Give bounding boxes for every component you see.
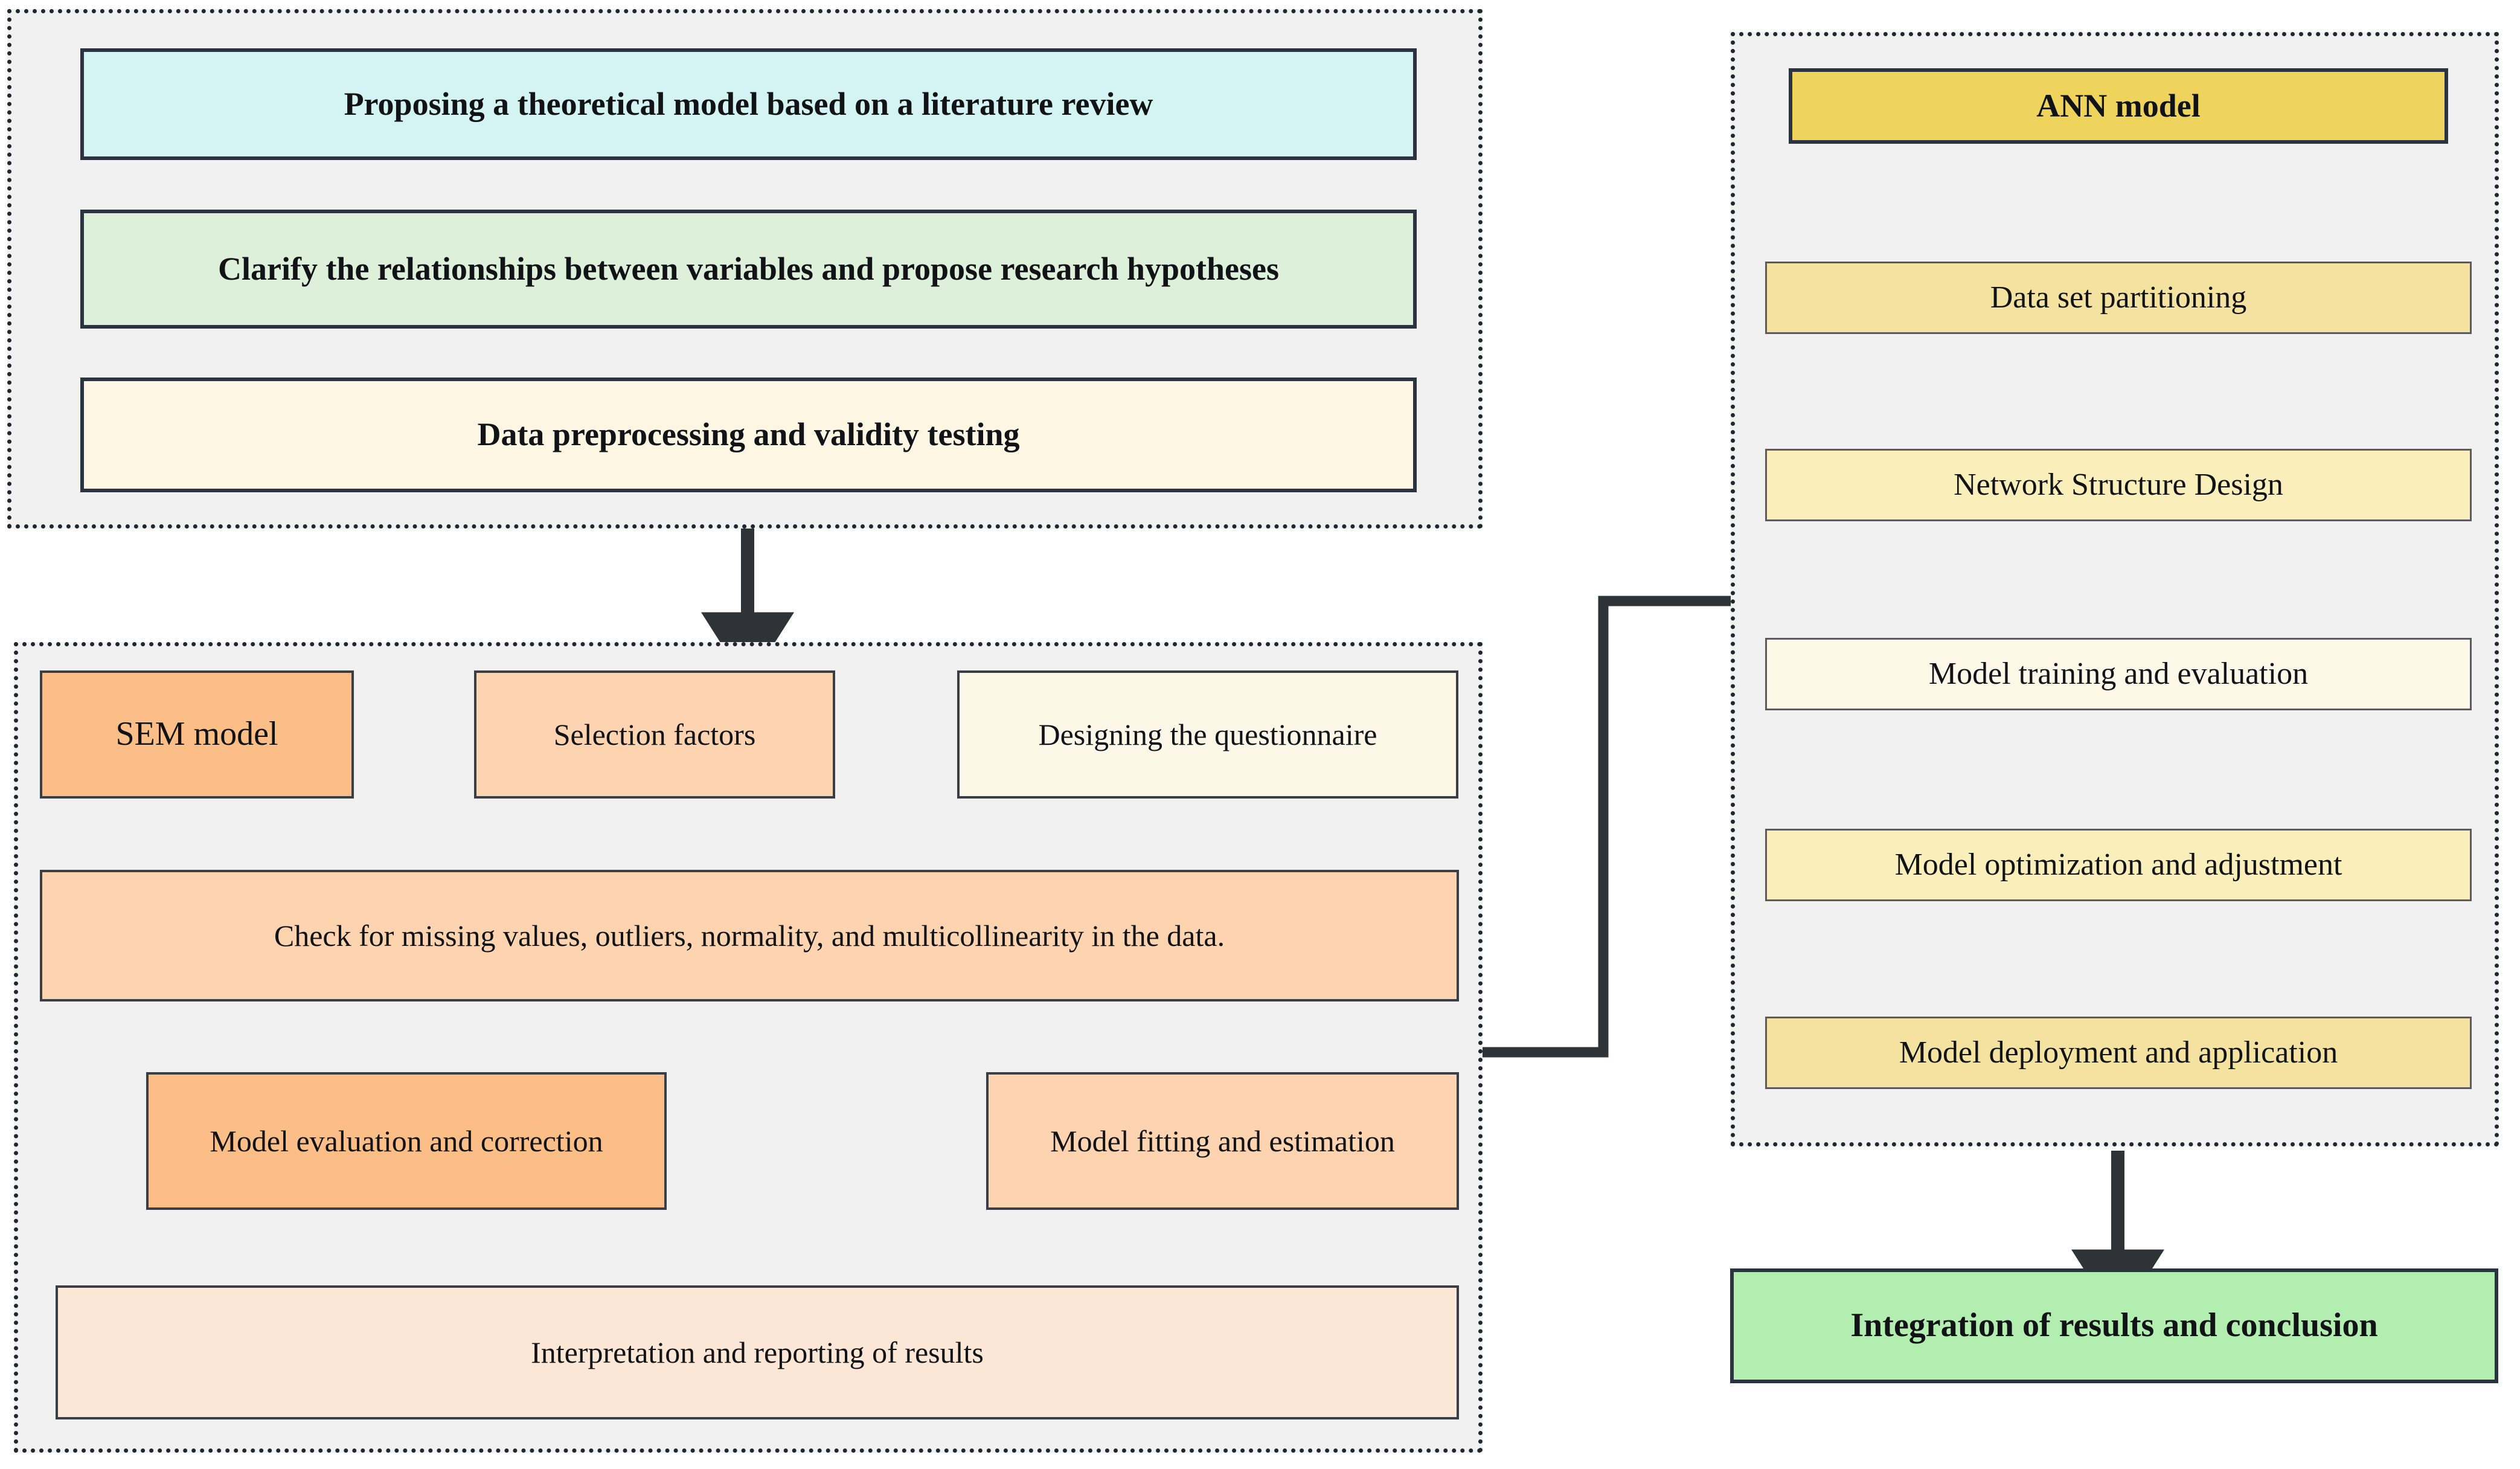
node-sem-model[interactable]: SEM model	[40, 670, 354, 799]
node-interpretation-reporting[interactable]: Interpretation and reporting of results	[56, 1285, 1459, 1419]
node-model-training-evaluation[interactable]: Model training and evaluation	[1765, 638, 2472, 710]
node-label: Check for missing values, outliers, norm…	[274, 919, 1225, 953]
node-label: SEM model	[115, 715, 278, 753]
node-label: Selection factors	[553, 718, 756, 751]
node-selection-factors[interactable]: Selection factors	[474, 670, 835, 799]
node-network-structure-design[interactable]: Network Structure Design	[1765, 449, 2472, 521]
node-data-set-partitioning[interactable]: Data set partitioning	[1765, 262, 2472, 334]
node-integration-results-conclusion[interactable]: Integration of results and conclusion	[1730, 1268, 2498, 1383]
node-label: Data set partitioning	[1990, 280, 2247, 315]
node-ann-model[interactable]: ANN model	[1789, 68, 2448, 144]
node-data-preprocessing[interactable]: Data preprocessing and validity testing	[80, 378, 1417, 492]
node-label: Data preprocessing and validity testing	[477, 416, 1020, 453]
node-label: Model training and evaluation	[1928, 656, 2309, 691]
node-label: Model evaluation and correction	[210, 1124, 603, 1158]
node-label: Network Structure Design	[1954, 467, 2283, 502]
node-label: Model fitting and estimation	[1050, 1124, 1395, 1158]
node-model-optimization-adjustment[interactable]: Model optimization and adjustment	[1765, 829, 2472, 901]
node-label: Model deployment and application	[1899, 1035, 2338, 1070]
node-label: Clarify the relationships between variab…	[217, 250, 1280, 287]
node-clarify-relationships[interactable]: Clarify the relationships between variab…	[80, 210, 1417, 329]
node-model-deployment-application[interactable]: Model deployment and application	[1765, 1017, 2472, 1089]
node-label: Designing the questionnaire	[1038, 718, 1377, 751]
node-model-fitting-estimation[interactable]: Model fitting and estimation	[986, 1072, 1459, 1210]
node-label: Interpretation and reporting of results	[531, 1336, 984, 1369]
node-model-evaluation-correction[interactable]: Model evaluation and correction	[146, 1072, 667, 1210]
node-proposing-theoretical-model[interactable]: Proposing a theoretical model based on a…	[80, 48, 1417, 160]
node-check-data-quality[interactable]: Check for missing values, outliers, norm…	[40, 870, 1459, 1001]
node-label: Proposing a theoretical model based on a…	[344, 85, 1153, 122]
node-label: Model optimization and adjustment	[1894, 847, 2342, 882]
node-label: ANN model	[2036, 87, 2201, 124]
ann-model-group	[1731, 32, 2499, 1146]
node-designing-questionnaire[interactable]: Designing the questionnaire	[957, 670, 1458, 799]
node-label: Integration of results and conclusion	[1850, 1307, 2378, 1345]
